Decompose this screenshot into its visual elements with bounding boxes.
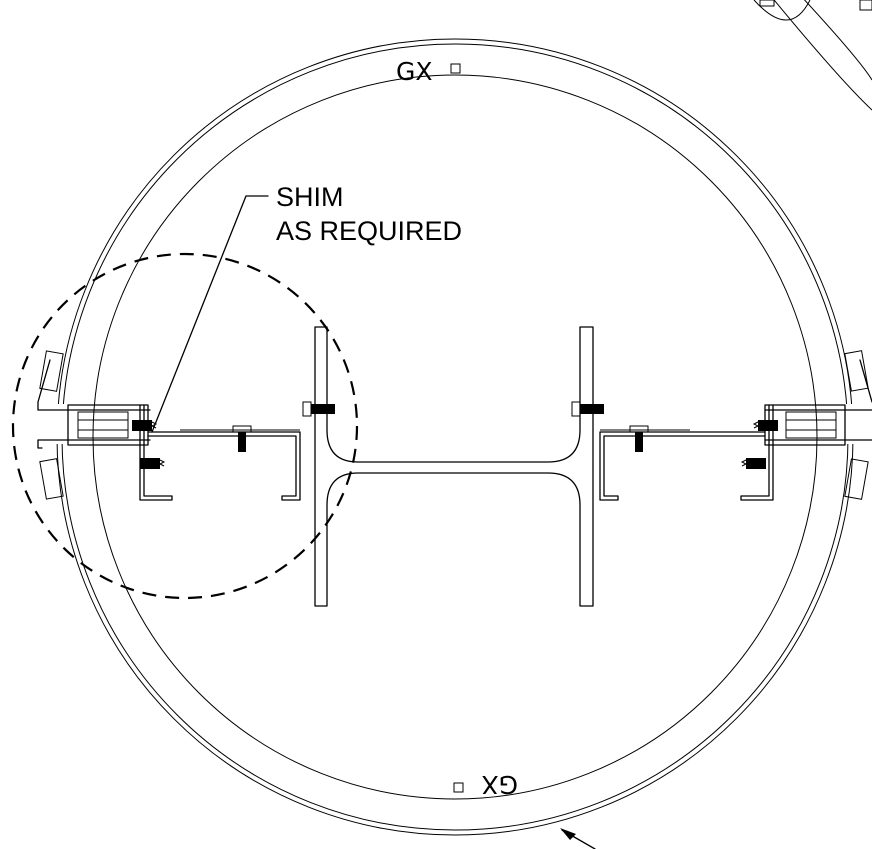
outer-ring <box>56 38 854 836</box>
screw-icon <box>140 458 166 469</box>
right-clip-bracket <box>599 404 846 501</box>
detail-callout-circle <box>11 252 359 600</box>
fastener-screws <box>132 401 778 469</box>
square-marker-icon <box>450 63 461 74</box>
square-marker-icon <box>453 782 464 793</box>
screw-icon <box>752 420 778 431</box>
shim-leader <box>151 195 269 433</box>
as-required-label: AS REQUIRED <box>276 216 462 246</box>
shim-label: SHIM <box>276 182 344 212</box>
bottom-gx-label: GX <box>482 770 519 799</box>
adjacent-ring-arc <box>753 0 872 111</box>
top-gx-mark: GX <box>396 57 461 86</box>
i-beam <box>314 326 594 607</box>
screw-icon <box>629 425 649 452</box>
screw-icon <box>232 425 252 452</box>
screw-icon <box>740 458 766 469</box>
pointer-leader <box>560 828 596 849</box>
left-ring-flange <box>37 350 151 500</box>
left-clip-bracket <box>67 404 301 501</box>
right-ring-flange <box>764 350 872 500</box>
inner-ring <box>92 74 818 800</box>
bottom-gx-mark: GX <box>453 770 519 799</box>
top-gx-label: GX <box>396 57 433 86</box>
screw-icon <box>302 401 335 417</box>
screw-icon <box>571 401 604 417</box>
